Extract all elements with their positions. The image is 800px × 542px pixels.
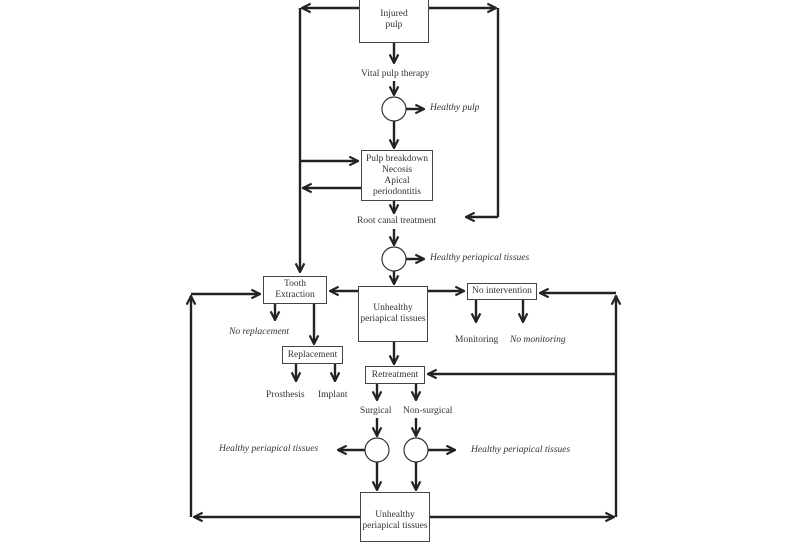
- label-vital-pulp-therapy: Vital pulp therapy: [361, 69, 430, 79]
- label-prosthesis: Prosthesis: [266, 390, 305, 400]
- label-no-monitoring: No monitoring: [510, 335, 566, 345]
- tooth-extraction-line-1: Tooth: [283, 279, 307, 289]
- decision-circle-nonsurgical: [403, 437, 429, 463]
- label-implant: Implant: [318, 390, 348, 400]
- unhealthy-2-line-1: Unhealthy: [375, 510, 415, 520]
- label-monitoring: Monitoring: [455, 335, 499, 345]
- node-pulp-breakdown: Pulp breakdown Necosis Apical periodonti…: [361, 150, 433, 201]
- tooth-extraction-line-2: Extraction: [275, 290, 315, 300]
- pulp-breakdown-line-3: Apical: [384, 175, 410, 186]
- node-unhealthy-periapical-1: Unhealthy periapical tissues: [358, 286, 428, 342]
- node-injured-pulp-label: Injured pulp: [380, 8, 408, 30]
- unhealthy-2-line-2: periapical tissues: [362, 521, 428, 531]
- pulp-breakdown-line-2: Necosis: [381, 164, 413, 175]
- node-replacement: Replacement: [282, 346, 343, 364]
- unhealthy-1-line-2: periapical tissues: [360, 314, 426, 324]
- label-healthy-periapical-1: Healthy periapical tissues: [430, 253, 530, 263]
- unhealthy-1-line-1: Unhealthy: [373, 303, 413, 313]
- label-root-canal-treatment: Root canal treatment: [357, 216, 437, 226]
- label-surgical: Surgical: [360, 406, 392, 416]
- node-no-intervention: No intervention: [467, 283, 537, 300]
- label-healthy-periapical-right: Healthy periapical tissues: [471, 445, 571, 455]
- node-injured-pulp: Injured pulp: [359, 0, 429, 43]
- pulp-breakdown-line-1: Pulp breakdown: [365, 153, 428, 164]
- no-intervention-label: No intervention: [472, 286, 532, 296]
- retreatment-label: Retreatment: [371, 369, 419, 380]
- node-tooth-extraction: Tooth Extraction: [263, 276, 327, 304]
- replacement-label: Replacement: [287, 349, 338, 360]
- decision-circle-surgical: [364, 437, 390, 463]
- label-healthy-pulp: Healthy pulp: [430, 103, 480, 113]
- node-retreatment: Retreatment: [365, 366, 425, 384]
- node-unhealthy-periapical-2: Unhealthy periapical tissues: [360, 492, 430, 542]
- pulp-breakdown-line-4: periodontitis: [372, 186, 422, 197]
- label-non-surgical: Non-surgical: [403, 406, 453, 416]
- label-no-replacement: No replacement: [229, 327, 290, 337]
- label-healthy-periapical-left: Healthy periapical tissues: [219, 444, 319, 454]
- decision-circle-1: [381, 96, 407, 122]
- decision-circle-2: [381, 246, 407, 272]
